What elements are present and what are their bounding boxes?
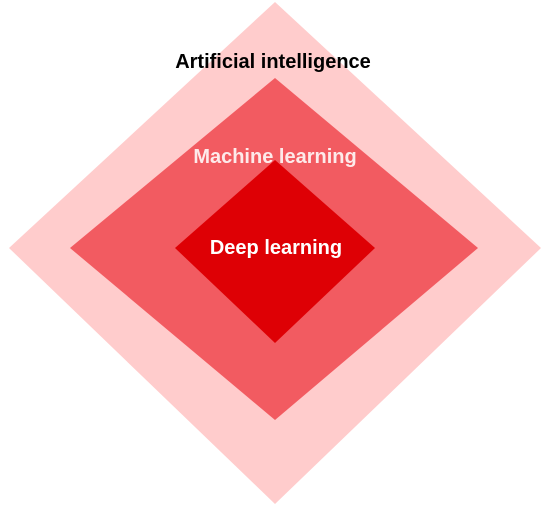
label-deep-learning: Deep learning	[210, 237, 342, 259]
label-artificial-intelligence: Artificial intelligence	[175, 51, 371, 73]
label-machine-learning: Machine learning	[193, 146, 356, 168]
layer-deep-learning	[175, 160, 375, 343]
